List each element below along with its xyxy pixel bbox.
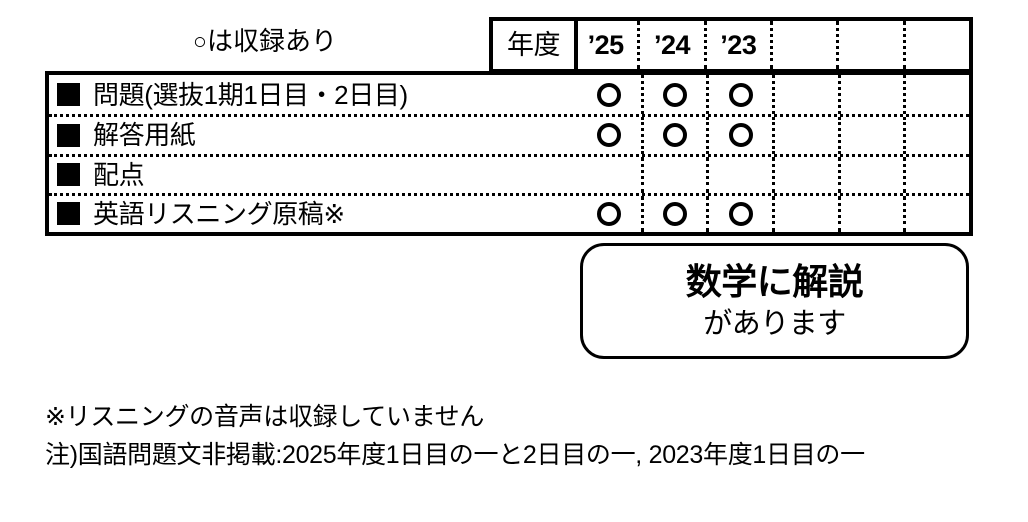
mark-cell (578, 157, 641, 193)
row-label-text: 英語リスニング原稿※ (93, 198, 345, 229)
mark-cell (772, 195, 838, 232)
mark-cell (640, 195, 707, 232)
bullet-square-icon (57, 83, 80, 107)
year-column-header (902, 21, 969, 69)
year-column-header: ’24 (637, 21, 703, 69)
mark-cell (578, 117, 641, 153)
mark-cell (837, 75, 904, 115)
row-label-text: 配点 (93, 159, 145, 190)
circle-legend-icon: ○ (193, 28, 207, 54)
row-label-cell: 解答用紙 (49, 117, 578, 153)
mark-cell (706, 156, 772, 193)
table-row: 配点 (49, 153, 969, 193)
circle-mark-icon (728, 123, 753, 148)
circle-mark-icon (597, 201, 622, 226)
mark-cell (837, 195, 904, 232)
mark-cell (772, 156, 838, 193)
callout-line-1: 数学に解説 (685, 261, 864, 302)
table-row: 問題(選抜1期1日目・2日目) (49, 75, 969, 115)
mark-cell (640, 75, 707, 115)
mark-cell (706, 117, 772, 154)
circle-mark-icon (663, 82, 687, 107)
row-label-text: 解答用紙 (93, 120, 196, 151)
circle-mark-icon (597, 82, 622, 107)
row-label-cell: 問題(選抜1期1日目・2日目) (49, 75, 578, 114)
bullet-square-icon (57, 123, 80, 147)
mark-cell (903, 195, 969, 232)
callout-line-2: があります (703, 308, 846, 340)
table-row: 英語リスニング原稿※ (49, 192, 969, 232)
year-column-header (769, 21, 836, 69)
mark-cell (640, 156, 707, 193)
coverage-legend: ○は収録あり (45, 24, 485, 58)
mark-cell (640, 117, 707, 154)
circle-mark-icon (597, 123, 622, 148)
row-marks (578, 156, 969, 193)
circle-mark-icon (663, 123, 687, 148)
footnotes: ※リスニングの音声は収録していません 注)国語問題文非掲載:2025年度1日目の… (45, 398, 985, 474)
row-marks (578, 117, 969, 154)
row-marks (578, 195, 969, 232)
coverage-legend-text: は収録あり (206, 26, 337, 56)
year-label: ’24 (653, 30, 691, 60)
year-header-label: 年度 (507, 30, 561, 60)
math-commentary-callout: 数学に解説 があります (580, 243, 969, 359)
mark-cell (772, 75, 838, 115)
footnote-japanese-text: 注)国語問題文非掲載:2025年度1日目の一と2日目の一, 2023年度1日目の… (45, 441, 865, 469)
mark-cell (837, 156, 904, 193)
mark-cell (706, 195, 772, 232)
mark-cell (578, 75, 641, 114)
mark-cell (578, 196, 641, 232)
row-marks (578, 75, 969, 115)
year-header-box: 年度 (489, 17, 578, 73)
circle-mark-icon (728, 201, 753, 226)
year-label: ’23 (720, 30, 757, 60)
row-label-cell: 配点 (49, 157, 578, 193)
year-label: ’25 (587, 30, 625, 60)
mark-cell (903, 117, 969, 154)
mark-cell (903, 75, 969, 115)
bullet-square-icon (57, 202, 80, 226)
year-column-header: ’23 (703, 21, 770, 69)
bullet-square-icon (57, 163, 80, 187)
row-label-cell: 英語リスニング原稿※ (49, 196, 578, 232)
mark-cell (837, 117, 904, 154)
mark-cell (903, 156, 969, 193)
year-column-header: ’25 (574, 21, 637, 69)
circle-mark-icon (663, 201, 687, 226)
footnote-listening: ※リスニングの音声は収録していません (45, 403, 485, 431)
year-column-header (836, 21, 902, 69)
coverage-table: 問題(選抜1期1日目・2日目) 解答用紙 配点 (45, 71, 973, 236)
year-header-strip: ’25 ’24 ’23 (574, 17, 973, 73)
row-label-text: 問題(選抜1期1日目・2日目) (93, 79, 408, 110)
circle-mark-icon (728, 82, 753, 107)
table-row: 解答用紙 (49, 114, 969, 154)
mark-cell (772, 117, 838, 154)
mark-cell (706, 75, 772, 115)
